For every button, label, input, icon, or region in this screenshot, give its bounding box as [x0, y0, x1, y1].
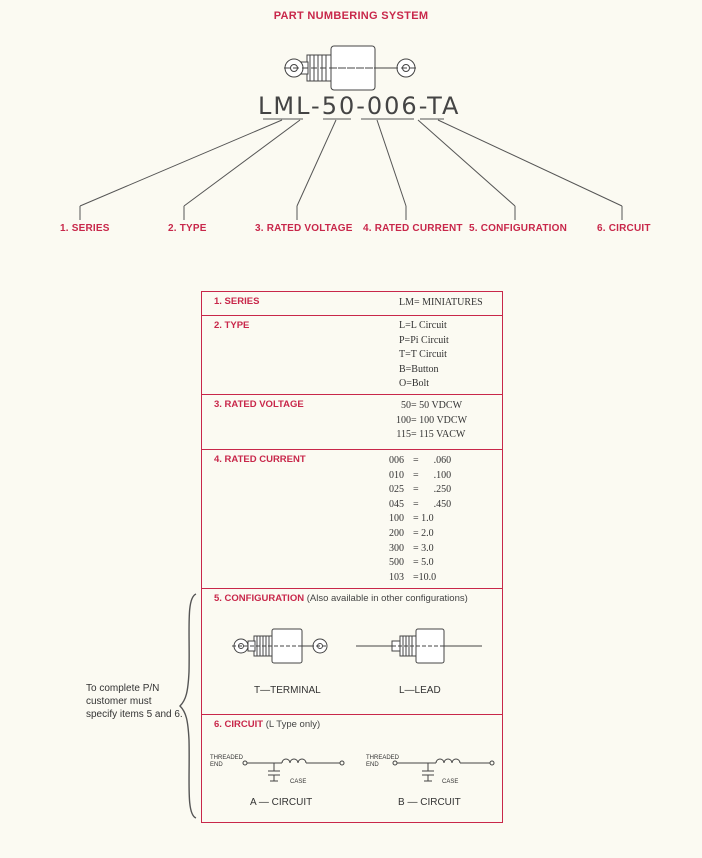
current-item: 200= 2.0	[389, 527, 434, 539]
label-rated-current: 4. RATED CURRENT	[363, 223, 463, 234]
current-item: 500= 5.0	[389, 557, 434, 569]
threaded-end-label-b: THREADED END	[366, 755, 400, 768]
type-item: O=Bolt	[399, 378, 430, 390]
row-configuration: 5. CONFIGURATION (Also available in othe…	[202, 589, 502, 715]
lead-caption: L—LEAD	[399, 685, 441, 696]
circuit-a-schematic	[242, 758, 345, 782]
current-item: 103=10.0	[389, 571, 437, 583]
threaded-end-label-a: THREADED END	[210, 755, 244, 768]
row-circuit-heading: 6. CIRCUIT (L Type only)	[214, 719, 321, 730]
row-configuration-heading: 5. CONFIGURATION (Also available in othe…	[214, 593, 468, 604]
current-item: 006= .060	[389, 455, 452, 466]
row-type-heading: 2. TYPE	[214, 320, 250, 331]
leader-lines	[79, 118, 623, 220]
terminal-configuration-drawing	[232, 628, 328, 664]
circuit-b-caption: B — CIRCUIT	[398, 797, 461, 808]
curly-brace	[179, 593, 197, 819]
row-type: 2. TYPE L=L Circuit P=Pi Circuit T=T Cir…	[202, 316, 502, 395]
voltage-list: 50= 50 VDCW 100= 100 VDCW 115= 115 VACW	[387, 399, 467, 443]
label-configuration: 5. CONFIGURATION	[469, 223, 568, 234]
row-series: 1. SERIES LM= MINIATURES	[202, 292, 502, 316]
voltage-item: 115= 115 VACW	[396, 429, 466, 441]
label-type: 2. TYPE	[168, 223, 207, 234]
current-item: 025= .250	[389, 484, 452, 496]
label-circuit: 6. CIRCUIT	[597, 223, 651, 234]
terminal-caption: T—TERMINAL	[254, 685, 321, 696]
part-number-table: 1. SERIES LM= MINIATURES 2. TYPE L=L Cir…	[201, 291, 503, 823]
case-label-a: CASE	[290, 779, 307, 785]
current-list: 006= .060 010= .100 025= .250 045= .450 …	[389, 454, 451, 585]
type-item: T=T Circuit	[399, 349, 447, 361]
row-rated-voltage: 3. RATED VOLTAGE 50= 50 VDCW 100= 100 VD…	[202, 395, 502, 450]
label-series: 1. SERIES	[60, 223, 110, 234]
part-number: LML-50-006-TA	[258, 92, 461, 120]
row-voltage-heading: 3. RATED VOLTAGE	[214, 399, 304, 410]
filter-component-drawing	[284, 45, 418, 91]
row-current-heading: 4. RATED CURRENT	[214, 454, 306, 465]
series-value: LM= MINIATURES	[399, 297, 483, 308]
circuit-a-caption: A — CIRCUIT	[250, 797, 313, 808]
type-item: L=L Circuit	[399, 320, 447, 331]
lead-configuration-drawing	[356, 628, 482, 664]
current-item: 010= .100	[389, 469, 452, 481]
type-item: B=Button	[399, 363, 439, 375]
type-item: P=Pi Circuit	[399, 334, 449, 346]
circuit-b-schematic	[392, 758, 495, 782]
case-label-b: CASE	[442, 779, 459, 785]
current-item: 300= 3.0	[389, 542, 434, 554]
row-rated-current: 4. RATED CURRENT 006= .060 010= .100 025…	[202, 450, 502, 589]
current-item: 045= .450	[389, 498, 452, 510]
current-item: 100= 1.0	[389, 513, 434, 525]
voltage-item: 100= 100 VDCW	[396, 414, 468, 426]
voltage-item: 50= 50 VDCW	[401, 400, 463, 411]
side-note: To complete P/N customer must specify it…	[86, 683, 183, 720]
type-list: L=L Circuit P=Pi Circuit T=T Circuit B=B…	[399, 319, 449, 392]
row-circuit: 6. CIRCUIT (L Type only) THREADED END CA…	[202, 715, 502, 822]
row-series-heading: 1. SERIES	[214, 296, 260, 307]
page-title: PART NUMBERING SYSTEM	[273, 10, 429, 22]
label-rated-voltage: 3. RATED VOLTAGE	[255, 223, 353, 234]
